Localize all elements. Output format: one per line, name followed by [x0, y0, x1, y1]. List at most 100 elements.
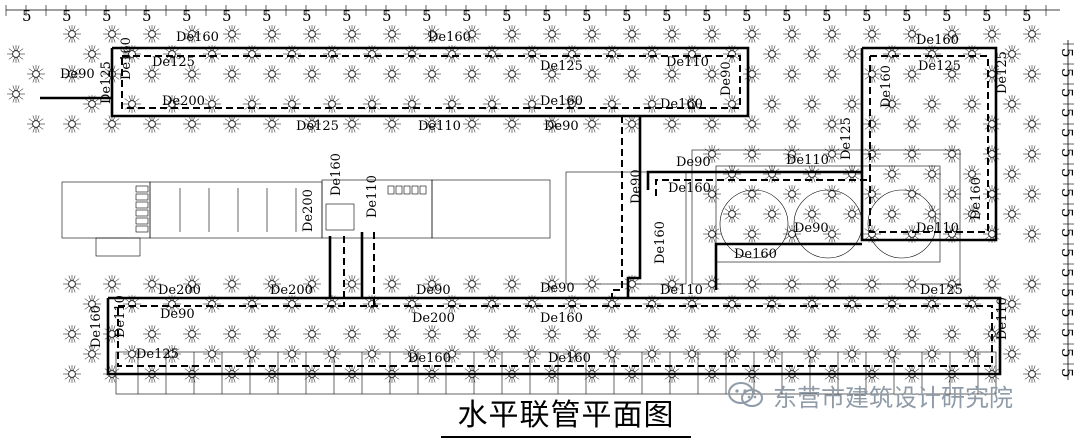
pipe-size-label: De160 [969, 177, 984, 220]
borehole-well [488, 100, 496, 108]
borehole-well [268, 330, 276, 338]
borehole-well [988, 190, 996, 198]
borehole-well [68, 120, 76, 128]
dimension-label: 5 [1058, 48, 1076, 58]
borehole-well [88, 300, 96, 308]
borehole-well [108, 280, 116, 288]
dimension-label: 5 [1058, 288, 1076, 298]
borehole-well [508, 30, 516, 38]
borehole-well [88, 350, 96, 358]
borehole-well [828, 280, 836, 288]
borehole-well [668, 30, 676, 38]
borehole-well [748, 190, 756, 198]
borehole-well [1008, 300, 1016, 308]
equipment-box [419, 185, 427, 195]
borehole-well [768, 210, 776, 218]
dimension-label: 5 [1058, 188, 1076, 198]
dimension-label: 5 [422, 7, 432, 25]
borehole-well [428, 330, 436, 338]
borehole-well [1008, 210, 1016, 218]
borehole-well [928, 210, 936, 218]
dimension-label: 5 [1058, 228, 1076, 238]
dimension-label: 5 [742, 7, 752, 25]
borehole-well [188, 30, 196, 38]
borehole-well [548, 280, 556, 288]
pipe-size-label: De125 [540, 59, 583, 74]
pipe-size-label: De160 [916, 33, 959, 48]
borehole-well [748, 30, 756, 38]
borehole-well [908, 280, 916, 288]
borehole-well [168, 350, 176, 358]
pipe-size-label: De160 [548, 351, 591, 366]
borehole-well [908, 190, 916, 198]
borehole-well [448, 350, 456, 358]
borehole-well [948, 150, 956, 158]
pipe-size-label: De200 [301, 189, 316, 232]
borehole-well [888, 100, 896, 108]
connector-return [655, 179, 870, 196]
borehole-well [628, 70, 636, 78]
borehole-well [828, 150, 836, 158]
dimension-label: 5 [1058, 328, 1076, 338]
borehole-well [548, 30, 556, 38]
borehole-well [788, 150, 796, 158]
pipe-size-label: De125 [920, 283, 963, 298]
borehole-well [308, 280, 316, 288]
borehole-well [508, 330, 516, 338]
pipe-size-label: De200 [158, 283, 201, 298]
riser-return [611, 116, 623, 298]
borehole-well [148, 120, 156, 128]
pipe-size-label: De110 [995, 297, 1010, 340]
borehole-well [268, 70, 276, 78]
return-loop-south [117, 305, 993, 367]
pipe-size-label: De160 [119, 37, 134, 80]
borehole-well [548, 120, 556, 128]
pipe-size-label: De90 [719, 61, 734, 96]
dimension-label: 5 [302, 7, 312, 25]
borehole-well [88, 50, 96, 58]
borehole-well [388, 330, 396, 338]
dimension-label: 5 [1058, 148, 1076, 158]
pipe-size-label: De90 [544, 119, 579, 134]
pipe-size-label: De160 [660, 97, 703, 112]
borehole-well [188, 330, 196, 338]
borehole-well [748, 150, 756, 158]
borehole-well [588, 70, 596, 78]
borehole-well [308, 330, 316, 338]
borehole-well [508, 280, 516, 288]
borehole-well [728, 300, 736, 308]
borehole-well [348, 70, 356, 78]
pipe-size-label: De125 [136, 347, 179, 362]
pipe-size-label: De160 [540, 311, 583, 326]
borehole-well [12, 50, 20, 58]
borehole-well [808, 100, 816, 108]
borehole-well [588, 30, 596, 38]
borehole-well [68, 30, 76, 38]
borehole-well [968, 170, 976, 178]
borehole-well [788, 190, 796, 198]
borehole-well [668, 120, 676, 128]
building-outlines [61, 149, 997, 395]
connector-pipe [646, 170, 862, 190]
pipe-labels: De160De125De110De90De200De125De160De160D… [22, 0, 1010, 366]
borehole-well [888, 210, 896, 218]
borehole-well [708, 280, 716, 288]
supply-loop-north [110, 46, 750, 118]
borehole-well [468, 30, 476, 38]
borehole-well [708, 190, 716, 198]
borehole-well [1028, 120, 1036, 128]
borehole-well [1008, 350, 1016, 358]
stair-outline [95, 237, 141, 257]
pipe-size-label: De160 [329, 153, 344, 196]
dimension-label: 5 [862, 7, 872, 25]
borehole-well [68, 370, 76, 378]
dimension-label: 5 [1058, 128, 1076, 138]
borehole-well [1028, 150, 1036, 158]
borehole-well [388, 280, 396, 288]
pipe-size-label: De90 [794, 221, 829, 236]
pipe-size-label: De160 [540, 94, 583, 109]
borehole-well [988, 230, 996, 238]
borehole-well [808, 210, 816, 218]
borehole-well [948, 30, 956, 38]
borehole-well [68, 330, 76, 338]
